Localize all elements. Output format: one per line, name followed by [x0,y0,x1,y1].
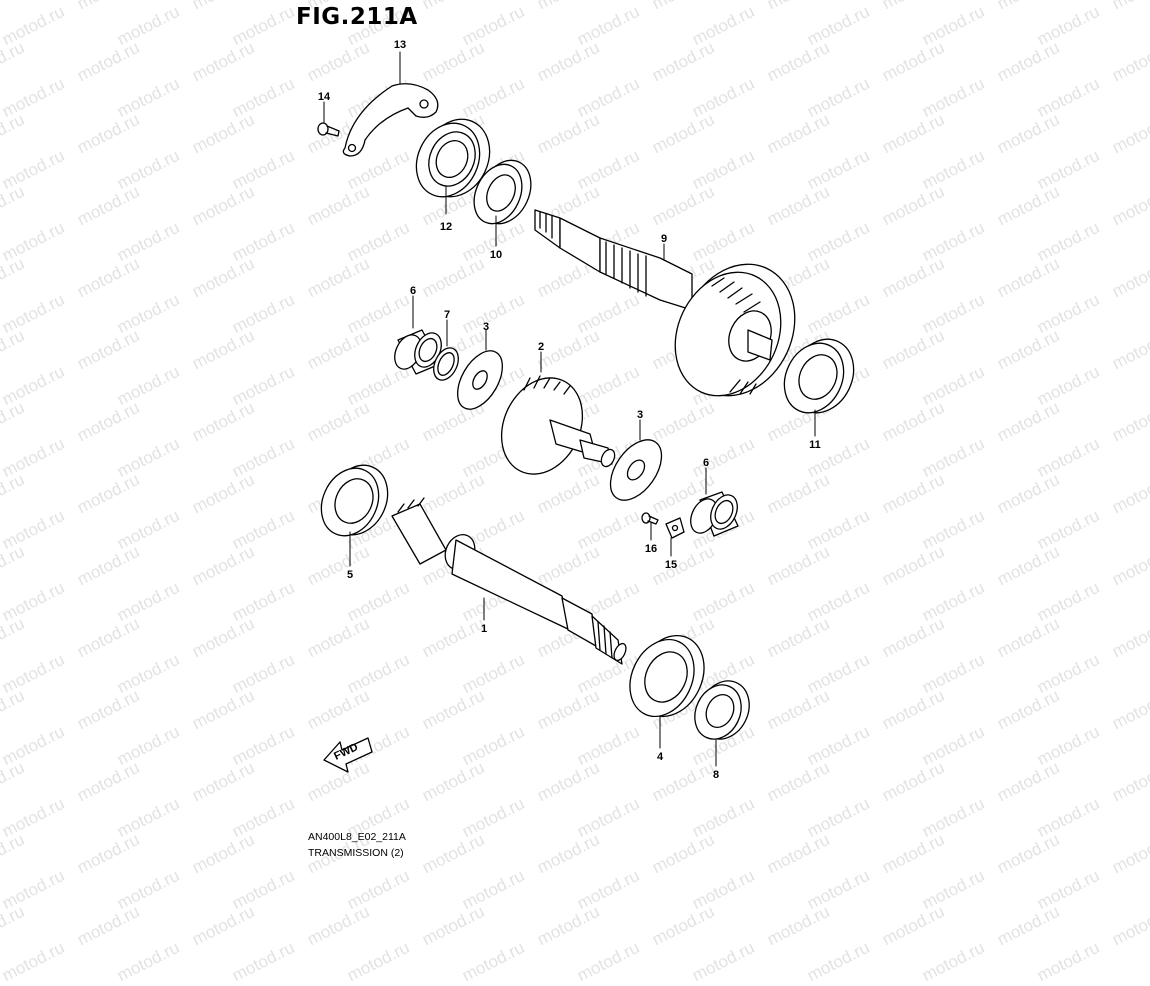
shaft-part-1 [391,497,627,665]
circlip-part-7 [433,347,459,381]
part-number-label: 3 [637,409,643,421]
part-number-label: 1 [481,623,487,635]
bearing-part-4 [629,634,705,718]
screw-part-16 [641,512,659,525]
part-number-label: 10 [490,249,502,261]
watermark-text: motod.ru [344,937,413,986]
bracket-part-13 [342,83,439,157]
figure-code: AN400L8_E02_211A [308,831,406,843]
watermark-text: motod.ru [764,901,833,950]
watermark-text: motod.ru [114,865,183,914]
figure-name: TRANSMISSION (2) [308,847,404,859]
part-number-label: 9 [661,233,667,245]
watermark-text: motod.ru [0,901,28,950]
watermark-text: motod.ru [689,937,758,986]
part-number-label: 13 [394,39,406,51]
screw-part-14 [317,122,340,137]
figure-title: FIG.211A [296,4,418,30]
watermark-text: motod.ru [304,901,373,950]
watermark-text: motod.ru [649,901,718,950]
watermark-text: motod.ru [919,937,988,986]
watermark-text: motod.ru [229,865,298,914]
part-number-label: 14 [318,91,331,103]
watermark-text: motod.ru [459,937,528,986]
needle-bearing-part-6-lower [690,491,739,537]
watermark-text: motod.ru [804,865,873,914]
washer-part-3-upper [457,350,503,410]
watermark-text: motod.ru [804,937,873,986]
watermark-text: motod.ru [534,901,603,950]
part-number-label: 11 [809,439,821,451]
plate-part-15 [665,517,685,539]
seal-part-8 [694,680,750,740]
watermark-text: motod.ru [574,865,643,914]
bearing-part-5 [320,464,389,537]
watermark-text: motod.ru [0,937,68,986]
part-number-label: 3 [483,321,489,333]
gear-part-2 [500,375,616,475]
part-number-label: 15 [665,559,677,571]
watermark-text: motod.ru [459,865,528,914]
part-number-label: 12 [440,221,452,233]
watermark-text: motod.ru [344,865,413,914]
part-number-label: 5 [347,569,353,581]
part-number-label: 4 [657,751,664,763]
watermark-text: motod.ru [994,901,1063,950]
watermark-text: motod.ru [919,865,988,914]
part-number-label: 6 [703,457,709,469]
watermark-text: motod.ru [114,937,183,986]
watermark-text: motod.ru [1034,865,1103,914]
washer-part-3-lower [609,439,663,501]
part-number-label: 16 [645,543,657,555]
shaft-gear-part-9 [534,209,796,397]
watermark-text: motod.ru [74,901,143,950]
watermark-text: motod.ru [0,865,68,914]
part-number-label: 7 [444,309,450,321]
watermark-text: motod.ru [879,901,948,950]
leader-lines [323,51,816,767]
part-number-label: 2 [538,341,544,353]
watermark-text: motod.ru [1109,901,1150,950]
seal-part-10 [473,159,532,225]
watermark-text: motod.ru [689,865,758,914]
watermark-text: motod.ru [419,901,488,950]
bearing-part-11 [783,338,855,414]
watermark-text: motod.ru [574,937,643,986]
watermark-text: motod.ru [1034,937,1103,986]
watermark-text: motod.ru [229,937,298,986]
watermark-text: motod.ru [189,901,258,950]
bearing-part-12 [415,118,491,198]
part-number-label: 8 [713,769,719,781]
fwd-arrow-icon [323,737,373,773]
part-number-label: 6 [410,285,416,297]
